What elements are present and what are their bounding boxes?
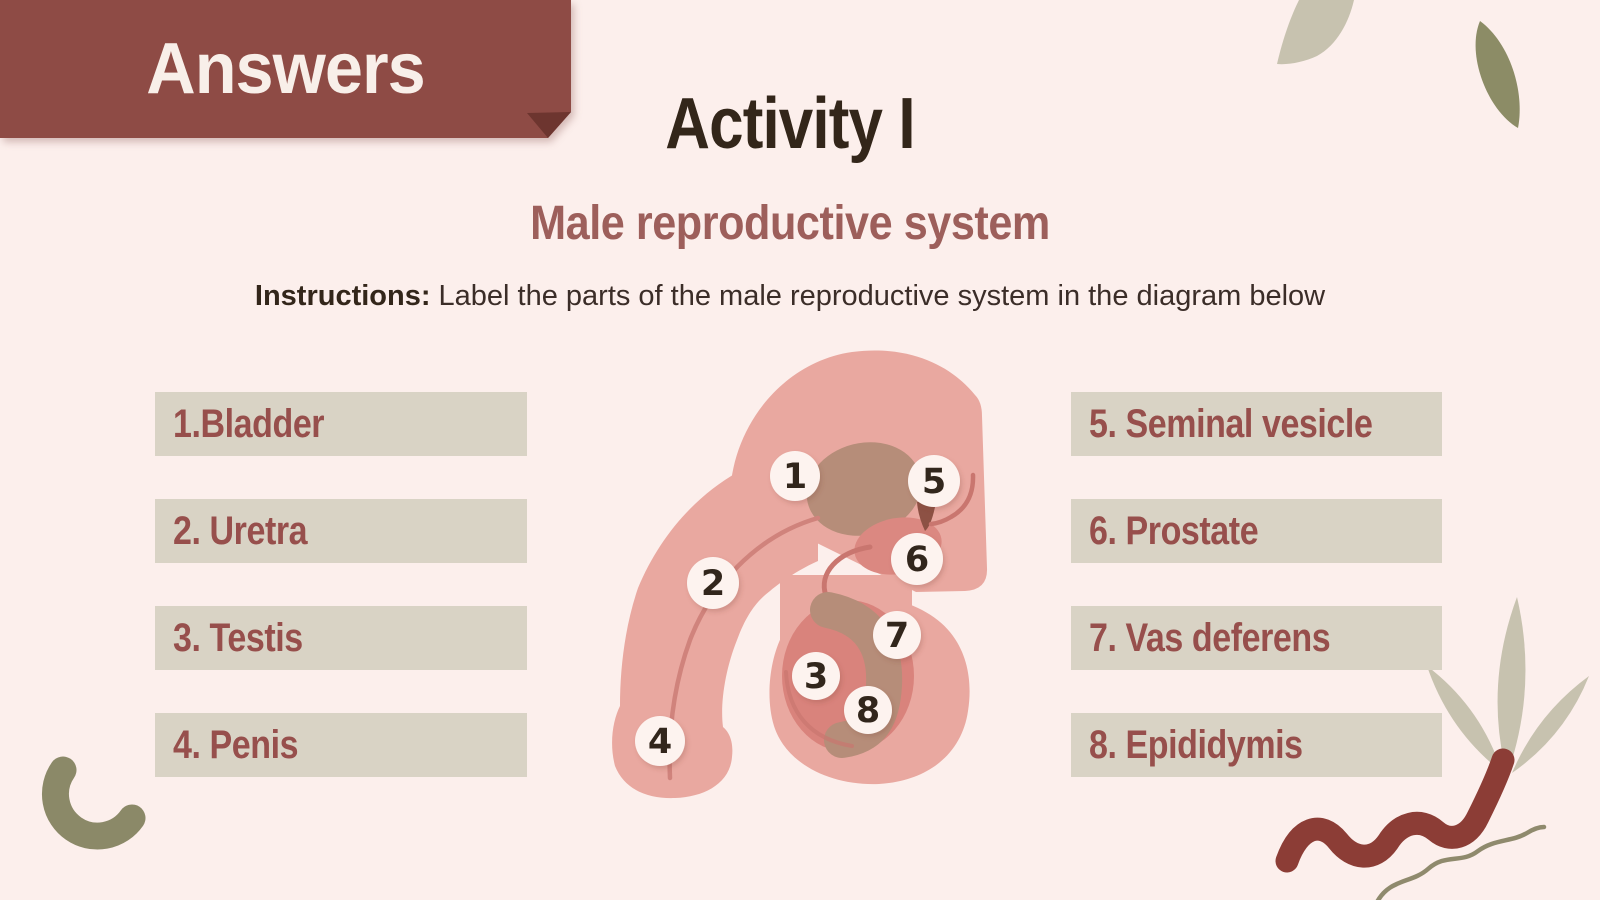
answer-box-4: 4. Penis xyxy=(155,713,527,777)
bladder-shape xyxy=(806,442,922,536)
answer-label: 6. Prostate xyxy=(1089,508,1259,553)
instructions-text: Label the parts of the male reproductive… xyxy=(438,280,1326,312)
marker-circle xyxy=(770,451,820,501)
marker-circle xyxy=(908,455,960,507)
plant-petal-right-icon xyxy=(1512,676,1589,773)
leaf-light-top-icon xyxy=(1277,0,1354,65)
male-reproductive-diagram: 1 2 3 4 5 6 7 xyxy=(612,350,988,799)
answer-label: 8. Epididymis xyxy=(1089,722,1303,767)
diagram-marker-1: 1 xyxy=(770,451,820,501)
answer-box-7: 7. Vas deferens xyxy=(1071,606,1442,670)
answer-box-3: 3. Testis xyxy=(155,606,527,670)
diagram-marker-7: 7 xyxy=(873,611,921,659)
leaf-olive-top-icon xyxy=(1475,21,1520,128)
seminal-vesicle-shape xyxy=(917,500,935,531)
marker-circle xyxy=(635,716,685,766)
page-subtitle: Male reproductive system xyxy=(530,197,1050,250)
marker-number: 5 xyxy=(922,462,946,502)
diagram-marker-3: 3 xyxy=(792,652,840,700)
marker-number: 1 xyxy=(783,457,807,497)
answer-label: 3. Testis xyxy=(173,615,303,660)
marker-circle xyxy=(792,652,840,700)
marker-circle xyxy=(891,533,943,585)
diagram-marker-2: 2 xyxy=(687,557,739,609)
answer-box-1: 1.Bladder xyxy=(155,392,527,456)
answers-banner: Answers xyxy=(0,0,580,145)
banner-label: Answers xyxy=(146,29,425,109)
page-title: Activity I xyxy=(665,84,915,164)
diagram-marker-4: 4 xyxy=(635,716,685,766)
testis-rim-line xyxy=(784,670,854,748)
marker-circle xyxy=(844,686,892,734)
answer-label: 7. Vas deferens xyxy=(1089,615,1331,660)
marker-circle xyxy=(687,557,739,609)
squiggle-maroon-icon xyxy=(1275,748,1515,873)
plant-petal-center-icon xyxy=(1497,597,1526,775)
plant-petal-left-icon xyxy=(1427,666,1502,772)
seminal-duct-line xyxy=(928,472,976,527)
answer-label: 1.Bladder xyxy=(173,401,325,446)
banner-ribbon-shape xyxy=(0,0,571,138)
instructions-label: Instructions: xyxy=(254,280,431,312)
diagram-marker-6: 6 xyxy=(891,533,943,585)
marker-number: 2 xyxy=(701,564,725,604)
answer-box-6: 6. Prostate xyxy=(1071,499,1442,563)
answer-column-right: 5. Seminal vesicle 6. Prostate 7. Vas de… xyxy=(1071,392,1442,820)
squiggle-thin-icon xyxy=(1375,824,1547,900)
marker-number: 8 xyxy=(856,691,880,731)
marker-number: 7 xyxy=(885,616,909,656)
marker-number: 6 xyxy=(905,540,929,580)
answer-box-2: 2. Uretra xyxy=(155,499,527,563)
marker-number: 4 xyxy=(648,722,672,762)
marker-circle xyxy=(873,611,921,659)
arc-bottom-left-icon xyxy=(41,756,146,850)
diagram-marker-8: 8 xyxy=(844,686,892,734)
diagram-marker-5: 5 xyxy=(908,455,960,507)
answer-box-5: 5. Seminal vesicle xyxy=(1071,392,1442,456)
answer-label: 4. Penis xyxy=(173,722,299,767)
marker-number: 3 xyxy=(804,657,828,697)
answer-label: 5. Seminal vesicle xyxy=(1089,401,1373,446)
banner-rect xyxy=(0,0,571,138)
answer-column-left: 1.Bladder 2. Uretra 3. Testis 4. Penis xyxy=(155,392,527,820)
answer-label: 2. Uretra xyxy=(173,508,308,553)
banner-fold-corner xyxy=(527,112,571,138)
answer-box-8: 8. Epididymis xyxy=(1071,713,1442,777)
instructions: Instructions:Label the parts of the male… xyxy=(0,276,1580,316)
